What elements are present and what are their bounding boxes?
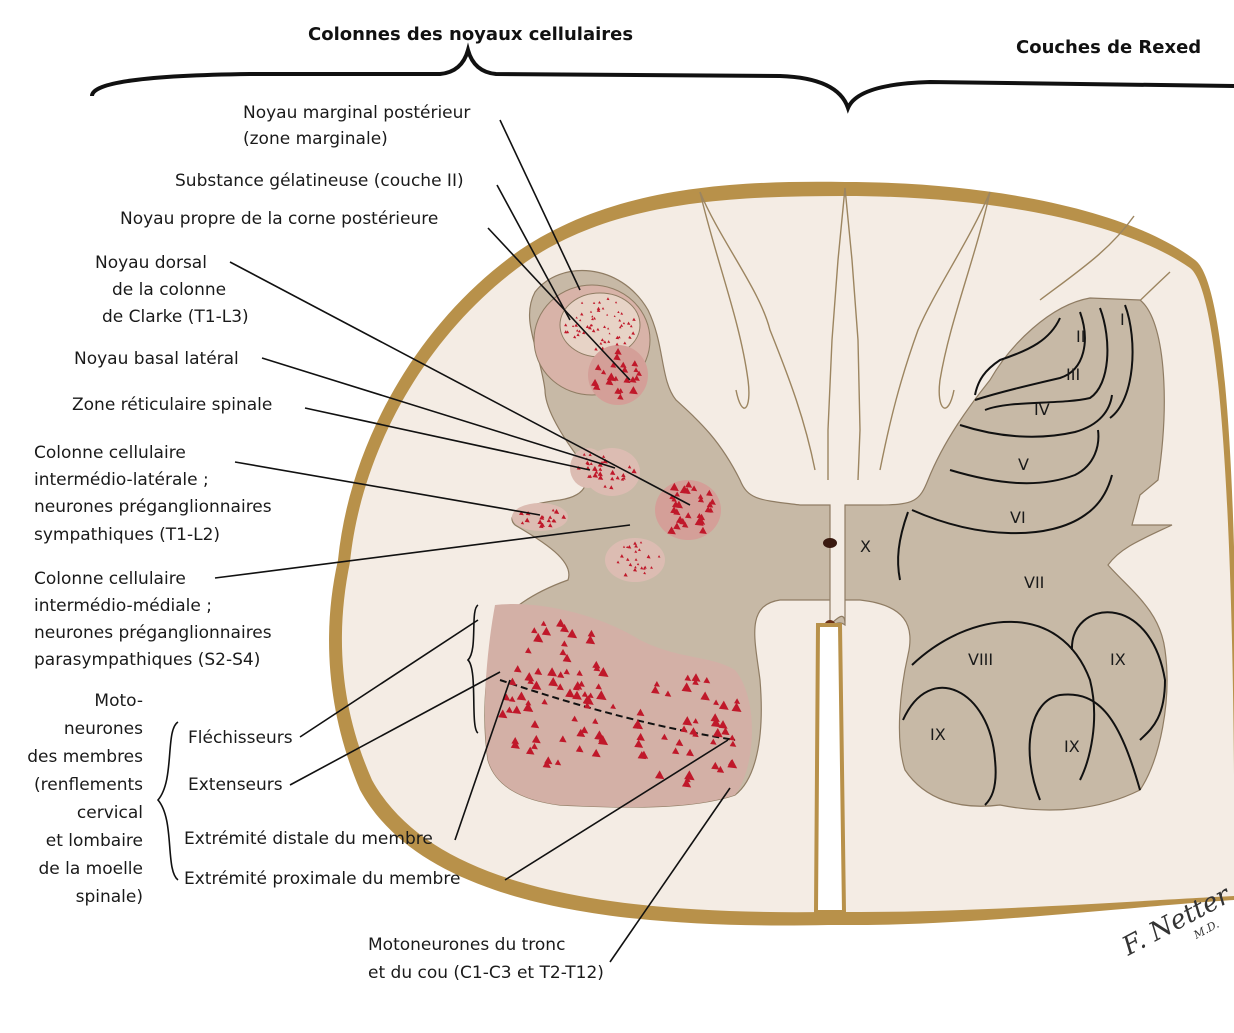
rexed-IX-lateral: IX — [1110, 650, 1126, 669]
anterior-fissure — [816, 625, 844, 912]
label-extenseurs: Extenseurs — [188, 775, 283, 795]
label-dorsal-2: de la colonne — [112, 280, 226, 300]
label-propre: Noyau propre de la corne postérieure — [120, 209, 438, 229]
rexed-IX-ventral: IX — [1064, 737, 1080, 756]
label-im-2: intermédio-médiale ; — [34, 596, 212, 616]
label-moto-2: neurones — [64, 719, 143, 739]
label-moto-4: (renflements — [34, 775, 143, 795]
label-moto-5: cervical — [77, 803, 143, 823]
label-proximale: Extrémité proximale du membre — [184, 869, 460, 889]
label-flechisseurs: Fléchisseurs — [188, 728, 293, 748]
label-im-4: parasympathiques (S2-S4) — [34, 650, 260, 670]
label-moto-6: et lombaire — [46, 831, 143, 851]
label-dorsal-3: de Clarke (T1-L3) — [102, 307, 249, 327]
rexed-V: V — [1018, 455, 1029, 474]
header-left: Colonnes des noyaux cellulaires — [308, 24, 633, 45]
label-marginal-2: (zone marginale) — [243, 129, 388, 149]
label-gelatineuse: Substance gélatineuse (couche II) — [175, 171, 464, 191]
label-moto-1: Moto- — [94, 691, 143, 711]
label-marginal-1: Noyau marginal postérieur — [243, 103, 470, 123]
label-im-3: neurones préganglionnaires — [34, 623, 272, 643]
label-tronc-1: Motoneurones du tronc — [368, 935, 565, 955]
label-moto-3: des membres — [27, 747, 143, 767]
rexed-X: X — [860, 537, 871, 556]
label-dorsal-1: Noyau dorsal — [95, 253, 207, 273]
label-il-3: neurones préganglionnaires — [34, 497, 272, 517]
rexed-IX-medial: IX — [930, 725, 946, 744]
rexed-IV: IV — [1034, 400, 1050, 419]
label-moto-7: de la moelle — [38, 859, 143, 879]
label-tronc-2: et du cou (C1-C3 et T2-T12) — [368, 963, 604, 983]
label-distale: Extrémité distale du membre — [184, 829, 433, 849]
rexed-II: II — [1076, 327, 1085, 346]
rexed-III: III — [1066, 365, 1080, 384]
rexed-VI: VI — [1010, 508, 1026, 527]
label-il-2: intermédio-latérale ; — [34, 470, 209, 490]
header-right: Couches de Rexed — [1016, 37, 1201, 58]
label-im-1: Colonne cellulaire — [34, 569, 186, 589]
central-canal — [823, 538, 837, 548]
label-il-1: Colonne cellulaire — [34, 443, 186, 463]
top-brace — [92, 50, 1234, 108]
rexed-VIII: VIII — [968, 650, 993, 669]
rexed-I: I — [1120, 310, 1125, 329]
label-il-4: sympathiques (T1-L2) — [34, 525, 220, 545]
label-reticulaire: Zone réticulaire spinale — [72, 395, 272, 415]
label-moto-8: spinale) — [76, 887, 143, 907]
rexed-VII: VII — [1024, 573, 1044, 592]
label-basal: Noyau basal latéral — [74, 349, 239, 369]
